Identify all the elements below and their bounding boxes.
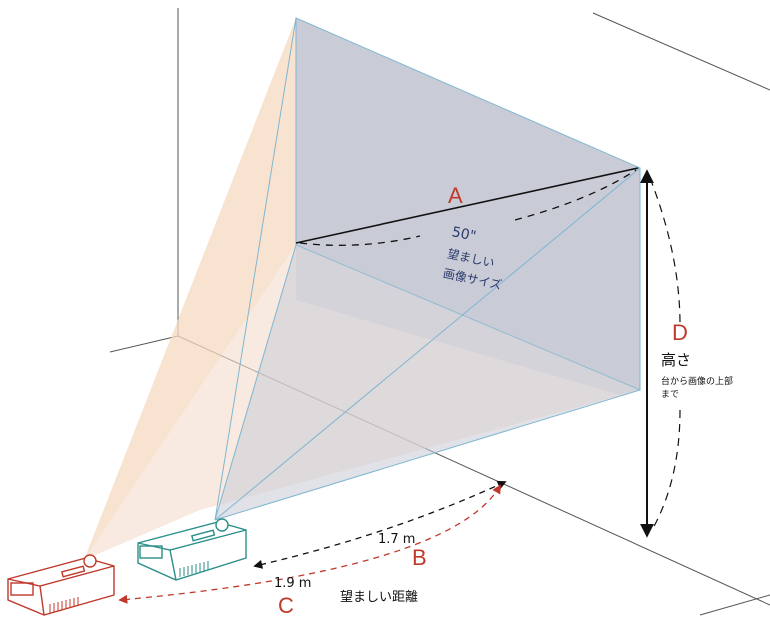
height-caption-line1: 台から画像の上部 <box>661 375 733 387</box>
distance-c-arrow <box>118 484 501 604</box>
label-b: B <box>412 545 427 570</box>
distance-caption: 望ましい距離 <box>340 589 418 605</box>
screen-size-value: 50" <box>450 224 477 245</box>
diagonal-a <box>295 167 639 246</box>
projector-near <box>137 518 247 581</box>
label-d: D <box>672 320 688 345</box>
floor-right-line <box>699 594 770 616</box>
floor-left-line <box>109 335 179 353</box>
height-d-indicator <box>640 169 681 538</box>
projector-far <box>7 554 115 616</box>
label-c: C <box>278 593 294 618</box>
distance-b-value: 1.7 m <box>378 532 415 547</box>
distance-c-value: 1.9 m <box>274 576 311 591</box>
height-caption-line2: まで <box>661 389 679 400</box>
label-a: A <box>448 183 463 208</box>
height-title: 高さ <box>661 351 691 369</box>
ceiling-right-line <box>592 12 770 91</box>
